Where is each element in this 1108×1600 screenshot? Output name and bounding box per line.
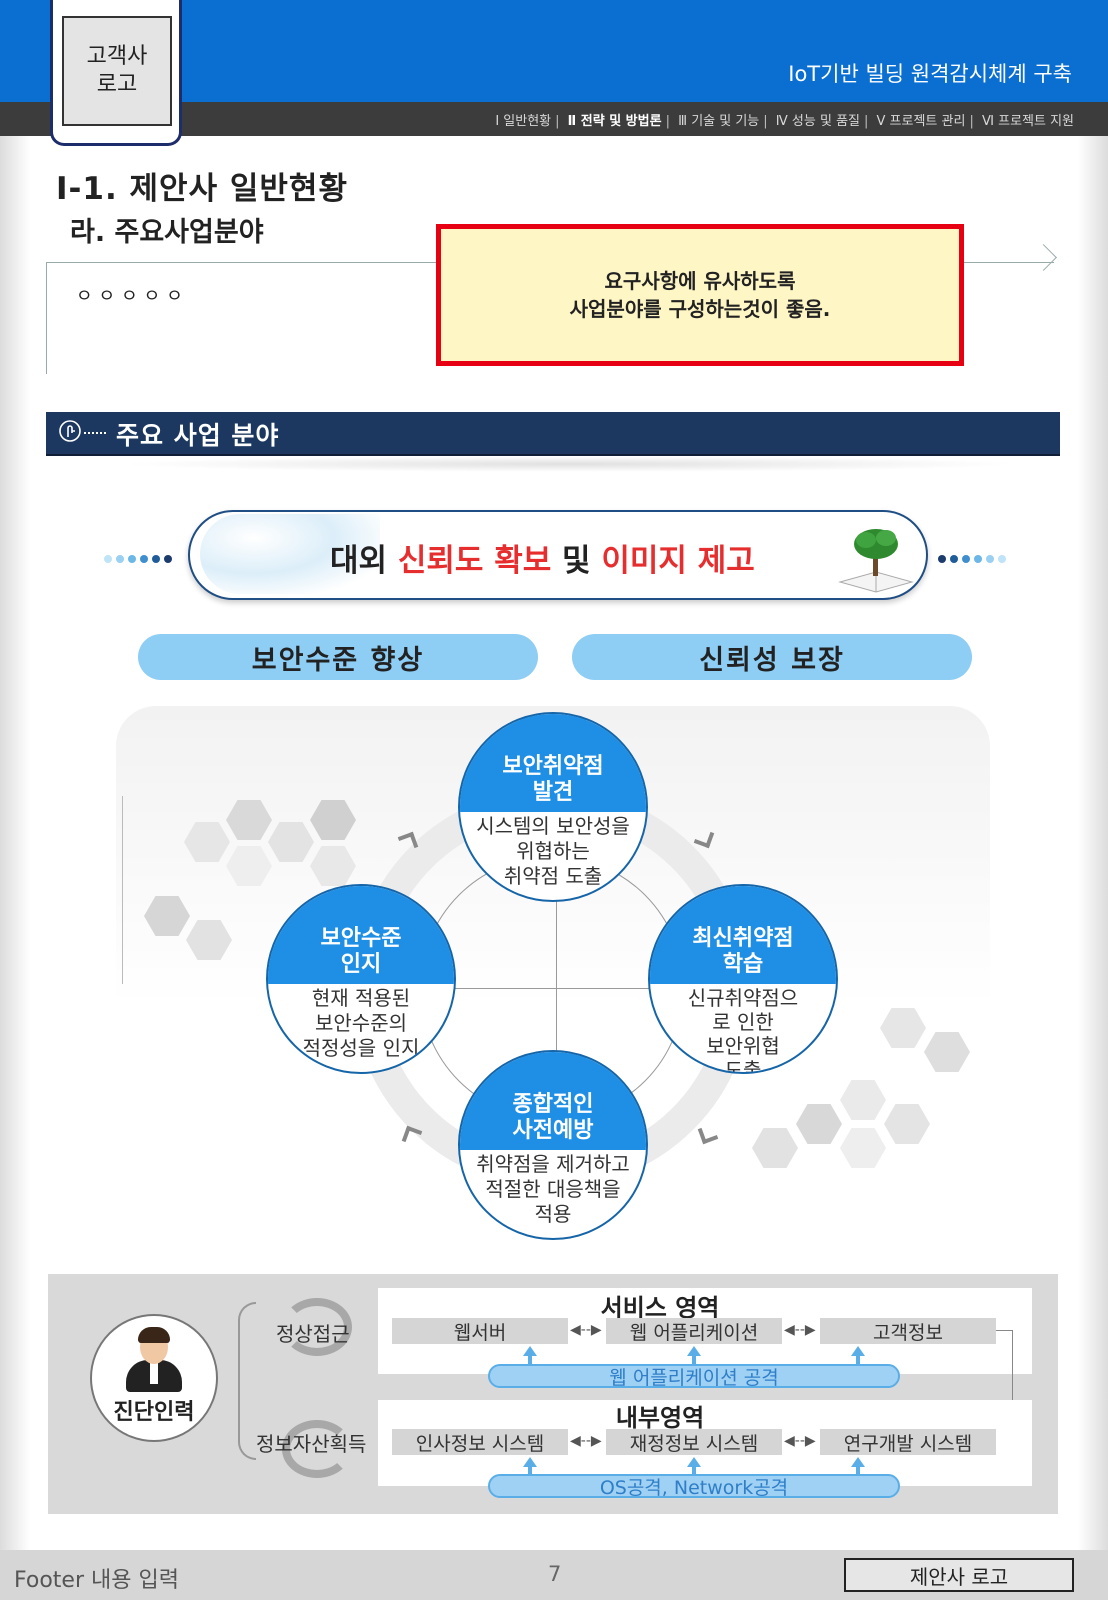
client-logo-text: 고객사 로고 (86, 44, 148, 97)
brace (238, 1302, 256, 1460)
hexagon-decoration (144, 896, 190, 936)
node-latest-vulnerability: 최신취약점 학습 신규취약점으 로 인한 보안위협 도출 (648, 884, 838, 1074)
node-description: 현재 적용된 보안수준의 적정성을 인지 (302, 986, 420, 1060)
web-app-attack: 웹 어플리케이션 공격 (488, 1364, 900, 1389)
attack-arrow-icon (851, 1346, 865, 1356)
attack-arrow-stem (856, 1356, 860, 1364)
diagram-guide-line (122, 796, 123, 984)
section-subtitle: 라. 주요사업분야 (70, 217, 264, 248)
attack-arrow-stem (856, 1467, 860, 1475)
cycle-icon (282, 1298, 352, 1356)
node-description: 시스템의 보안성을 위협하는 취약점 도출 (476, 814, 630, 888)
internal-zone-title: 내부영역 (615, 1404, 705, 1432)
vendor-logo: 제안사 로고 (844, 1558, 1074, 1592)
banner-dots (84, 429, 106, 434)
client-logo: 고객사 로고 (62, 16, 172, 126)
bidirectional-arrow-icon: ◀‑‑▶ (570, 1322, 602, 1338)
headline-dots-right (938, 548, 1010, 567)
node-prevention: 종합적인 사전예방 취약점을 제거하고 적절한 대응책을 적용 (458, 1050, 648, 1240)
banner-label: 주요 사업 분야 (116, 421, 280, 450)
hexagon-decoration (226, 800, 272, 840)
inspector-label: 진단인력 (113, 1400, 195, 1425)
touch-icon (59, 420, 81, 442)
attack-arrow-icon (523, 1346, 537, 1356)
document-title: IoT기반 빌딩 원격감시체계 구축 (788, 62, 1072, 86)
bidirectional-arrow-icon: ◀‑‑▶ (784, 1433, 816, 1449)
attack-arrow-icon (687, 1457, 701, 1467)
finance-system-box: 재정정보 시스템 (606, 1429, 782, 1455)
node-security-awareness: 보안수준 인지 현재 적용된 보안수준의 적정성을 인지 (266, 884, 456, 1074)
headline-part-3: 및 (551, 543, 602, 579)
review-note: 요구사항에 유사하도록 사업분야를 구성하는것이 좋음. (436, 224, 964, 366)
cross-line-vertical (556, 856, 557, 1120)
nav-item-1[interactable]: Ⅰ 일반현황 (495, 114, 552, 129)
review-note-line-1: 요구사항에 유사하도록 (604, 269, 796, 293)
person-hair (138, 1327, 170, 1343)
headline-part-1: 대외 (330, 543, 398, 579)
node-title: 종합적인 사전예방 (460, 1052, 646, 1150)
divider-line-vertical (46, 262, 47, 374)
attack-arrow-stem (692, 1356, 696, 1364)
asset-acquire-label: 정보자산획득 (256, 1432, 367, 1456)
attack-arrow-icon (523, 1457, 537, 1467)
hexagon-decoration (268, 822, 314, 862)
banner-shadow (120, 456, 1020, 472)
headline-part-4: 이미지 제고 (601, 543, 755, 579)
chapter-nav: Ⅰ 일반현황| Ⅱ 전략 및 방법론| Ⅲ 기술 및 기능| Ⅳ 성능 및 품질… (495, 114, 1074, 129)
web-app-box: 웹 어플리케이션 (606, 1318, 782, 1344)
page-number: 7 (548, 1562, 562, 1586)
hr-system-box: 인사정보 시스템 (392, 1429, 568, 1455)
attack-arrow-stem (528, 1356, 532, 1364)
service-zone-title: 서비스 영역 (600, 1294, 720, 1322)
footer-text: Footer 내용 입력 (14, 1568, 179, 1593)
attack-arrow-icon (687, 1346, 701, 1356)
headline-part-2: 신뢰도 확보 (397, 543, 552, 579)
section-banner (46, 412, 1060, 456)
cross-line-horizontal (420, 988, 684, 989)
customer-info-box: 고객정보 (820, 1318, 996, 1344)
header-bar (0, 0, 1108, 102)
node-description: 취약점을 제거하고 적절한 대응책을 적용 (476, 1152, 630, 1226)
node-title: 보안수준 인지 (268, 886, 454, 984)
web-server-box: 웹서버 (392, 1318, 568, 1344)
node-description: 신규취약점으 로 인한 보안위협 도출 (687, 986, 799, 1074)
hexagon-decoration (226, 846, 272, 886)
node-vulnerability-discovery: 보안취약점 발견 시스템의 보안성을 위협하는 취약점 도출 (458, 712, 648, 902)
node-title: 최신취약점 학습 (650, 886, 836, 984)
os-network-attack: OS공격, Network공격 (488, 1474, 900, 1499)
hexagon-decoration (186, 920, 232, 960)
nav-item-3[interactable]: Ⅲ 기술 및 기능 (678, 114, 760, 129)
hexagon-decoration (184, 822, 230, 862)
normal-access-label: 정상접근 (276, 1322, 350, 1346)
rnd-system-box: 연구개발 시스템 (820, 1429, 996, 1455)
person-tie (150, 1362, 158, 1384)
nav-item-4[interactable]: Ⅳ 성능 및 품질 (775, 114, 860, 129)
header-nav-bar (0, 102, 1108, 136)
category-security-level: 보안수준 향상 (138, 634, 538, 680)
category-reliability: 신뢰성 보장 (572, 634, 972, 680)
nav-item-5[interactable]: Ⅴ 프로젝트 관리 (876, 114, 966, 129)
node-title: 보안취약점 발견 (460, 714, 646, 812)
headline-text: 대외 신뢰도 확보 및 이미지 제고 (330, 535, 755, 580)
hexagon-decoration (310, 800, 356, 840)
attack-arrow-icon (851, 1457, 865, 1467)
bidirectional-arrow-icon: ◀‑‑▶ (784, 1322, 816, 1338)
attack-arrow-stem (528, 1467, 532, 1475)
hexagon-decoration (310, 846, 356, 886)
nav-item-2[interactable]: Ⅱ 전략 및 방법론 (567, 114, 662, 129)
headline-dots-left (104, 548, 176, 567)
bullet-placeholder: ㅇㅇㅇㅇㅇ (76, 286, 189, 307)
section-title: Ⅰ-1. 제안사 일반현황 (56, 171, 348, 207)
sky-image (200, 514, 380, 594)
review-note-line-2: 사업분야를 구성하는것이 좋음. (569, 297, 831, 321)
bidirectional-arrow-icon: ◀‑‑▶ (570, 1433, 602, 1449)
attack-arrow-stem (692, 1467, 696, 1475)
tree-book-icon (838, 529, 914, 593)
nav-item-6[interactable]: Ⅵ 프로젝트 지원 (981, 114, 1074, 129)
